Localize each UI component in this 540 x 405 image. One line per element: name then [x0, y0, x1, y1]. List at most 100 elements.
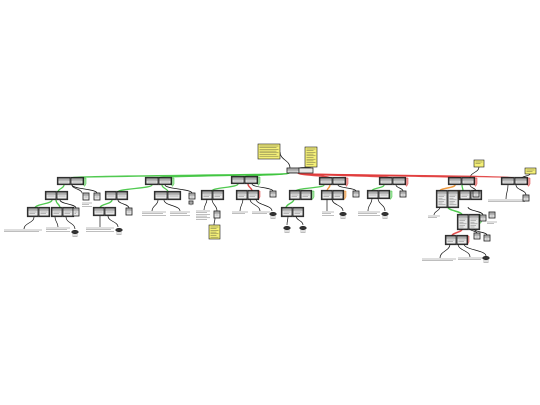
argument-node[interactable] — [27, 207, 39, 217]
argument-node[interactable] — [57, 177, 71, 185]
argument-node[interactable] — [93, 192, 101, 201]
root-basis-node[interactable] — [298, 167, 314, 174]
node-shape — [168, 192, 180, 195]
argument-node[interactable] — [213, 210, 221, 219]
argument-node[interactable] — [461, 177, 475, 185]
argument-node[interactable] — [188, 200, 194, 206]
sticky-note[interactable] — [524, 167, 537, 175]
argument-node[interactable] — [522, 194, 530, 202]
node-pair[interactable] — [435, 189, 460, 209]
argument-node[interactable] — [236, 190, 248, 200]
sticky-note[interactable] — [208, 224, 221, 240]
argument-node[interactable] — [116, 191, 128, 200]
argument-node[interactable] — [45, 191, 57, 200]
argument-node[interactable] — [472, 190, 480, 198]
leaf-node[interactable] — [269, 211, 277, 219]
node-pair[interactable] — [500, 176, 529, 186]
argument-node[interactable] — [72, 207, 80, 217]
sticky-note[interactable] — [304, 146, 318, 168]
argument-node[interactable] — [447, 190, 459, 208]
argument-node[interactable] — [244, 176, 258, 184]
node-pair[interactable] — [366, 189, 391, 200]
node-pair[interactable] — [458, 189, 483, 201]
argument-node[interactable] — [93, 207, 105, 216]
leaf-node[interactable] — [381, 211, 389, 219]
argument-node[interactable] — [38, 207, 50, 217]
argument-node[interactable] — [292, 207, 304, 217]
node-pair[interactable] — [200, 189, 225, 201]
argument-node[interactable] — [62, 207, 74, 217]
leaf-node[interactable] — [482, 256, 490, 263]
argument-node[interactable] — [378, 190, 390, 199]
argument-node[interactable] — [70, 177, 84, 185]
node-pair[interactable] — [288, 189, 313, 201]
argument-node[interactable] — [247, 190, 259, 200]
argument-node[interactable] — [212, 190, 224, 200]
argument-node[interactable] — [300, 190, 312, 200]
argument-node[interactable] — [448, 177, 462, 185]
node-pair[interactable] — [456, 213, 481, 231]
node-pair[interactable] — [153, 190, 182, 201]
argument-node[interactable] — [501, 177, 515, 185]
node-pair[interactable] — [92, 206, 117, 217]
argument-node[interactable] — [392, 177, 406, 185]
node-pair[interactable] — [444, 234, 469, 246]
argument-node[interactable] — [286, 167, 300, 174]
node-pair[interactable] — [230, 175, 259, 185]
node-pair[interactable] — [320, 189, 345, 201]
node-pair[interactable] — [378, 176, 407, 186]
argument-node[interactable] — [479, 214, 487, 222]
leaf-node[interactable] — [283, 225, 291, 233]
argument-node[interactable] — [379, 177, 393, 185]
argument-node[interactable] — [352, 190, 360, 198]
argument-node[interactable] — [488, 211, 496, 219]
leaf-node[interactable] — [115, 227, 123, 235]
argument-node[interactable] — [188, 192, 196, 200]
node-pair[interactable] — [56, 176, 85, 186]
sticky-note[interactable] — [257, 143, 281, 160]
node-pair[interactable] — [26, 206, 51, 218]
argument-node[interactable] — [445, 235, 457, 245]
argument-node[interactable] — [51, 207, 63, 217]
argument-node[interactable] — [145, 177, 159, 185]
argument-node[interactable] — [281, 207, 293, 217]
argument-node[interactable] — [154, 191, 168, 200]
argument-node[interactable] — [436, 190, 448, 208]
argument-node[interactable] — [473, 232, 481, 240]
node-pair[interactable] — [144, 176, 173, 186]
argument-node[interactable] — [269, 190, 277, 198]
argument-node[interactable] — [56, 191, 68, 200]
node-pair[interactable] — [44, 190, 69, 201]
argument-node[interactable] — [167, 191, 181, 200]
argument-node[interactable] — [289, 190, 301, 200]
argument-node[interactable] — [105, 191, 117, 200]
node-pair[interactable] — [104, 190, 129, 201]
argument-node[interactable] — [457, 214, 469, 230]
leaf-node[interactable] — [71, 229, 79, 237]
argument-node[interactable] — [367, 190, 379, 199]
argument-node[interactable] — [459, 190, 471, 200]
argument-node[interactable] — [332, 190, 344, 200]
leaf-node[interactable] — [299, 225, 307, 233]
argument-node[interactable] — [82, 192, 90, 201]
argument-node[interactable] — [231, 176, 245, 184]
argument-node[interactable] — [319, 177, 333, 185]
argument-node[interactable] — [321, 190, 333, 200]
node-pair[interactable] — [318, 176, 347, 186]
argument-node[interactable] — [514, 177, 528, 185]
argument-node[interactable] — [468, 214, 480, 230]
node-pair[interactable] — [447, 176, 476, 186]
argument-node[interactable] — [399, 190, 407, 198]
argument-node[interactable] — [125, 207, 133, 216]
argument-node[interactable] — [332, 177, 346, 185]
argument-node[interactable] — [456, 235, 468, 245]
node-shape — [269, 190, 277, 198]
argument-node[interactable] — [158, 177, 172, 185]
node-pair[interactable] — [280, 206, 305, 218]
argument-node[interactable] — [104, 207, 116, 216]
argument-node[interactable] — [201, 190, 213, 200]
node-pair[interactable] — [235, 189, 260, 201]
sticky-note[interactable] — [473, 159, 485, 168]
argument-node[interactable] — [483, 234, 491, 242]
leaf-node[interactable] — [339, 211, 347, 219]
